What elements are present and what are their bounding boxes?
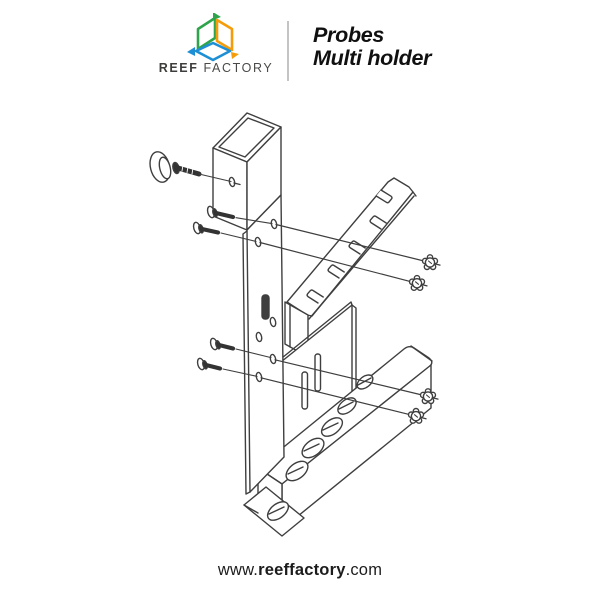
channel-holes — [285, 374, 374, 482]
post-bar — [246, 194, 285, 493]
footer-url-domain: reeffactory — [258, 561, 346, 579]
product-title-line2: Multi holder — [313, 45, 432, 70]
product-title-line1: Probes — [313, 23, 385, 47]
flat-head-screw-lower-2-icon — [196, 357, 258, 377]
brand-wordmark: REEF FACTORY — [143, 61, 289, 75]
logo-arrow-green — [213, 13, 221, 20]
footer-url-suffix: .com — [345, 561, 383, 579]
brand-word-reef: REEF — [158, 61, 199, 75]
post-hole — [228, 176, 236, 188]
header: REEF FACTORY Probes Multi holder — [0, 0, 600, 100]
thumb-nut-upper-1-icon — [421, 254, 441, 271]
thumb-nut-upper-2-icon — [408, 274, 428, 291]
footer-url: www.reeffactory.com — [0, 561, 600, 580]
screw-axis-lines — [259, 223, 423, 415]
header-divider — [287, 21, 289, 81]
glass-clamp-post-icon — [212, 112, 285, 495]
flat-head-screw-upper-2-icon — [192, 221, 257, 242]
reef-factory-logo-icon — [187, 13, 239, 62]
screw-axis-line — [198, 173, 232, 183]
suction-cup-icon — [149, 151, 172, 183]
logo-arrow-blue — [187, 47, 195, 56]
logo-arrow-orange — [231, 52, 239, 59]
bracket-foot-icon — [243, 486, 305, 537]
footer-url-prefix: www. — [217, 561, 259, 579]
flat-head-screw-lower-1-icon — [209, 337, 272, 359]
clamp-screw-icon — [172, 161, 232, 183]
brand-word-factory: FACTORY — [203, 61, 274, 75]
post-bar-holes — [254, 218, 278, 383]
flat-head-screw-upper-1-icon — [206, 205, 273, 225]
product-title: Probes Multi holder — [313, 23, 432, 70]
